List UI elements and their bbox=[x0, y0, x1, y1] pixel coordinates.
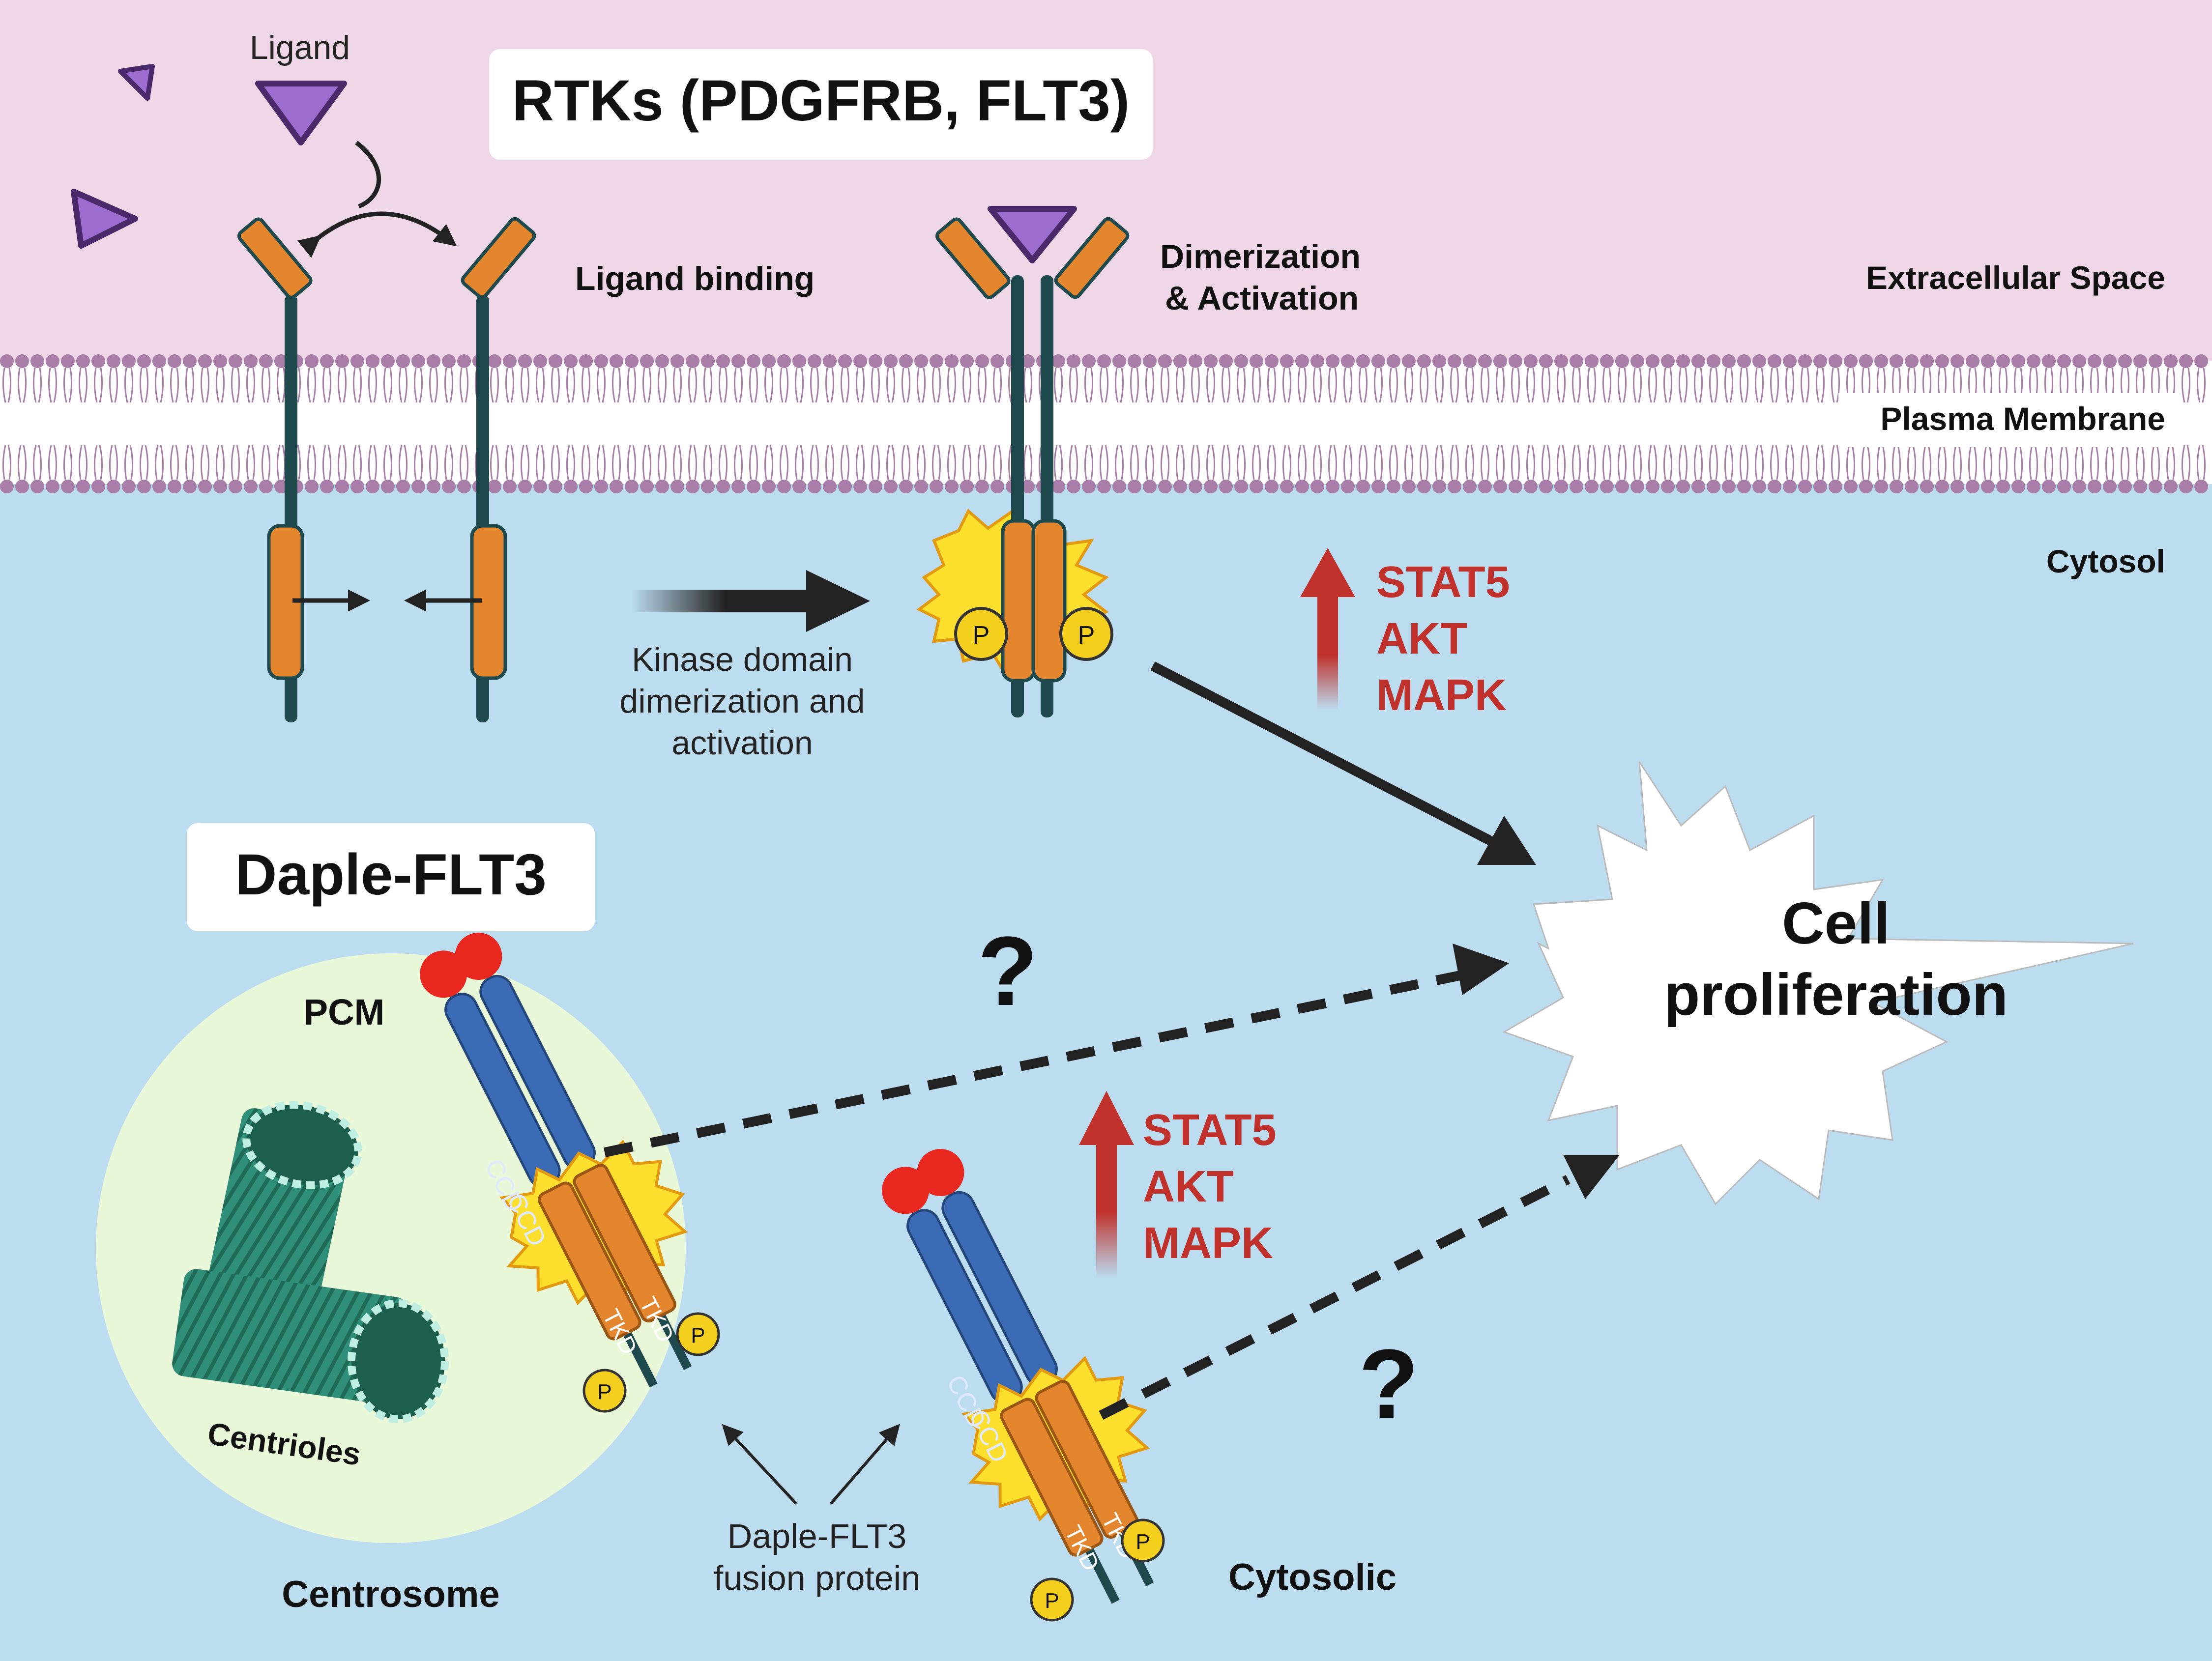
signal-up-arrow-bottom-head bbox=[1079, 1091, 1134, 1145]
signal-up-arrow-top-head bbox=[1300, 548, 1355, 597]
cell-proliferation-burst bbox=[1502, 761, 2134, 1205]
cell-proliferation-line2: proliferation bbox=[1664, 962, 2008, 1028]
dimerization-arrow-head bbox=[806, 570, 870, 632]
cytosolic-label: Cytosolic bbox=[1228, 1556, 1397, 1598]
centriole-horizontal bbox=[172, 1269, 449, 1423]
bound-ligand bbox=[988, 206, 1077, 263]
phospho-cyto-1-label: P bbox=[1135, 1530, 1150, 1554]
fusion-label-line2: fusion protein bbox=[714, 1559, 920, 1597]
signal-bottom-mapk: MAPK bbox=[1143, 1219, 1273, 1268]
question-mark-upper: ? bbox=[978, 916, 1038, 1026]
phospho-label-right: P bbox=[1078, 621, 1095, 650]
kinase-label-line2: dimerization and bbox=[620, 683, 865, 720]
phospho-centro-1 bbox=[676, 1312, 720, 1356]
extracellular-label: Extracellular Space bbox=[1866, 259, 2165, 296]
phospho-cyto-2-label: P bbox=[1045, 1589, 1059, 1613]
fusion-pointer-left bbox=[722, 1424, 798, 1505]
signal-top-stat5: STAT5 bbox=[1376, 558, 1510, 607]
ligand-label: Ligand bbox=[250, 29, 350, 66]
fusion-protein-centrosomal bbox=[420, 932, 692, 1388]
dimerization-label-line2: & Activation bbox=[1165, 280, 1359, 317]
receptor-monomer-right bbox=[461, 217, 536, 722]
ligand-triangle-main bbox=[255, 81, 347, 145]
rtk-to-proliferation-arrowhead bbox=[1477, 816, 1536, 865]
signal-bottom-akt: AKT bbox=[1143, 1162, 1234, 1211]
centrosomal-dashed-arrowhead bbox=[1453, 944, 1509, 995]
membrane-label: Plasma Membrane bbox=[1880, 401, 2165, 437]
cytosol-label: Cytosol bbox=[2046, 543, 2165, 579]
signal-up-arrow-bottom-shaft bbox=[1096, 1130, 1117, 1278]
daple-title: Daple-FLT3 bbox=[235, 842, 547, 907]
cytosolic-dashed-arrowhead bbox=[1563, 1155, 1620, 1199]
phospho-site-right bbox=[1059, 607, 1113, 661]
phospho-centro-1-label: P bbox=[691, 1323, 705, 1347]
fusion-label-line1: Daple-FLT3 bbox=[728, 1517, 906, 1555]
ligand-triangle-small bbox=[118, 64, 155, 101]
dimerization-label-line1: Dimerization bbox=[1160, 238, 1361, 275]
daple-title-box bbox=[187, 823, 595, 931]
kinase-label-line3: activation bbox=[671, 724, 813, 762]
dimerization-arrow-shaft bbox=[632, 590, 818, 612]
title: RTKs (PDGFRB, FLT3) bbox=[512, 68, 1130, 133]
signal-top-akt: AKT bbox=[1376, 614, 1467, 663]
cell-proliferation-line1: Cell bbox=[1782, 890, 1890, 956]
phospho-site-left bbox=[954, 607, 1008, 661]
ligand-to-receptor-arrow bbox=[355, 141, 381, 209]
ligand-triangle-medium bbox=[71, 189, 138, 249]
kinase-label-line1: Kinase domain bbox=[632, 641, 853, 678]
plasma-membrane bbox=[0, 354, 2208, 493]
phospho-cyto-1 bbox=[1121, 1518, 1165, 1563]
signal-top-mapk: MAPK bbox=[1376, 671, 1507, 720]
centrosome-label: Centrosome bbox=[282, 1574, 499, 1615]
ligand-binding-label: Ligand binding bbox=[575, 260, 815, 297]
title-box bbox=[489, 49, 1153, 160]
membrane-label-box bbox=[1838, 393, 2178, 447]
fusion-pointer-right bbox=[829, 1424, 901, 1505]
rtk-to-proliferation-arrow bbox=[1150, 661, 1497, 847]
centriole-vertical bbox=[207, 1101, 362, 1310]
fusion-protein-cytosolic bbox=[882, 1148, 1154, 1604]
signal-bottom-stat5: STAT5 bbox=[1143, 1106, 1277, 1155]
pcm-label: PCM bbox=[304, 992, 384, 1032]
phospho-centro-2 bbox=[582, 1369, 627, 1413]
phospho-cyto-2 bbox=[1030, 1577, 1074, 1622]
ligand-binding-double-arrow bbox=[297, 211, 457, 258]
phospho-label-left: P bbox=[973, 621, 990, 650]
signal-up-arrow-top-shaft bbox=[1317, 587, 1338, 710]
centrosomal-to-proliferation-dashed bbox=[603, 971, 1461, 1157]
question-mark-lower: ? bbox=[1359, 1329, 1419, 1439]
activated-receptor-dimer: P P bbox=[916, 206, 1130, 717]
cytosolic-to-proliferation-dashed bbox=[1099, 1175, 1571, 1420]
phospho-centro-2-label: P bbox=[597, 1380, 611, 1404]
